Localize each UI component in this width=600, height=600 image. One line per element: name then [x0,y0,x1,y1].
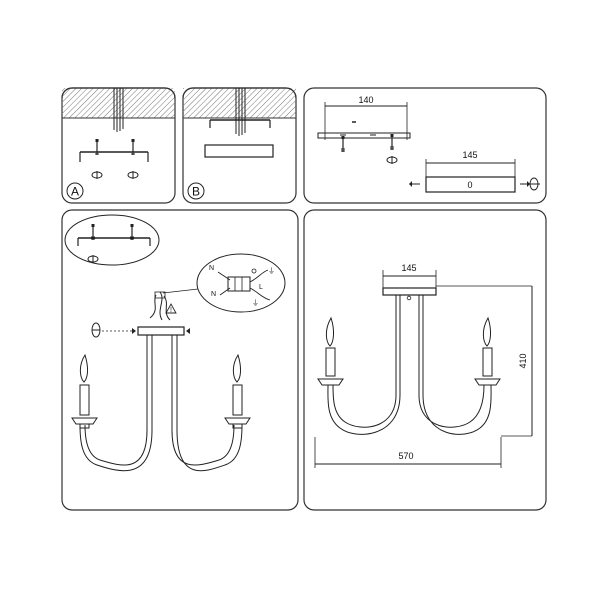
warning-icon [165,303,177,314]
panel-mount-b: B [182,87,297,204]
height-dimension: 410 [436,285,533,437]
canopy-with-wires: ! [91,291,190,338]
inset-rail-detail [64,214,160,266]
canopy-mark: 0 [467,180,472,190]
wall-anchor-icon [91,170,103,180]
chandelier-arms [327,295,492,435]
step-label-a: A [71,185,79,199]
dim-canopy-width: 145 [462,150,477,160]
screw-icon [389,133,395,151]
candle-right [224,353,251,429]
panel-wiring: N N L ⏚ ⏚ ! [61,209,299,511]
terminal-block [227,276,251,292]
width-dimension: 570 [314,437,502,468]
wire-label-n-bottom: N [211,291,216,298]
panel-bracket: 140 145 0 [303,87,547,204]
arrow-icon [409,181,530,187]
warning-symbol: ! [170,307,172,314]
wire-label-l: L [259,284,263,291]
canopy-width-dimension: 145 [425,150,516,178]
ground-icon: ⏚ [268,267,275,275]
step-marker-a [66,182,84,200]
canopy-width-dimension: 145 [382,263,437,288]
screw-icon [340,135,346,153]
mounting-rail [79,151,149,162]
dim-height: 410 [518,353,528,368]
terminal-block-detail: N N L ⏚ ⏚ [162,253,286,313]
canopy-plate [204,144,274,158]
bracket-width-dimension: 140 [324,95,408,140]
rotate-screw-icon [529,177,540,191]
ceiling-hatch [62,88,175,118]
chandelier-arms [79,335,243,472]
dim-width: 570 [398,451,413,461]
ceiling-wires [235,88,246,136]
wire-label-n-top: N [209,265,214,272]
wall-anchor-icon [127,170,139,180]
ground-icon: ⏚ [252,299,259,307]
panel-mount-a: A [61,87,176,204]
candle-left [71,353,98,429]
panel-dimensions: 145 410 57 [303,209,547,511]
canopy-plate [425,176,516,193]
candle-left [317,316,344,386]
ceiling-wires [113,88,124,132]
mounting-bracket [317,121,411,139]
step-marker-b [187,182,205,200]
step-label-b: B [192,185,200,199]
canopy-plate [382,287,437,296]
dim-canopy-width: 145 [401,263,416,273]
canopy-plate [137,326,185,336]
mounted-rail [209,119,271,128]
wall-anchor-icon [386,155,398,165]
dim-bracket-width: 140 [358,95,373,105]
candle-right [474,316,501,386]
